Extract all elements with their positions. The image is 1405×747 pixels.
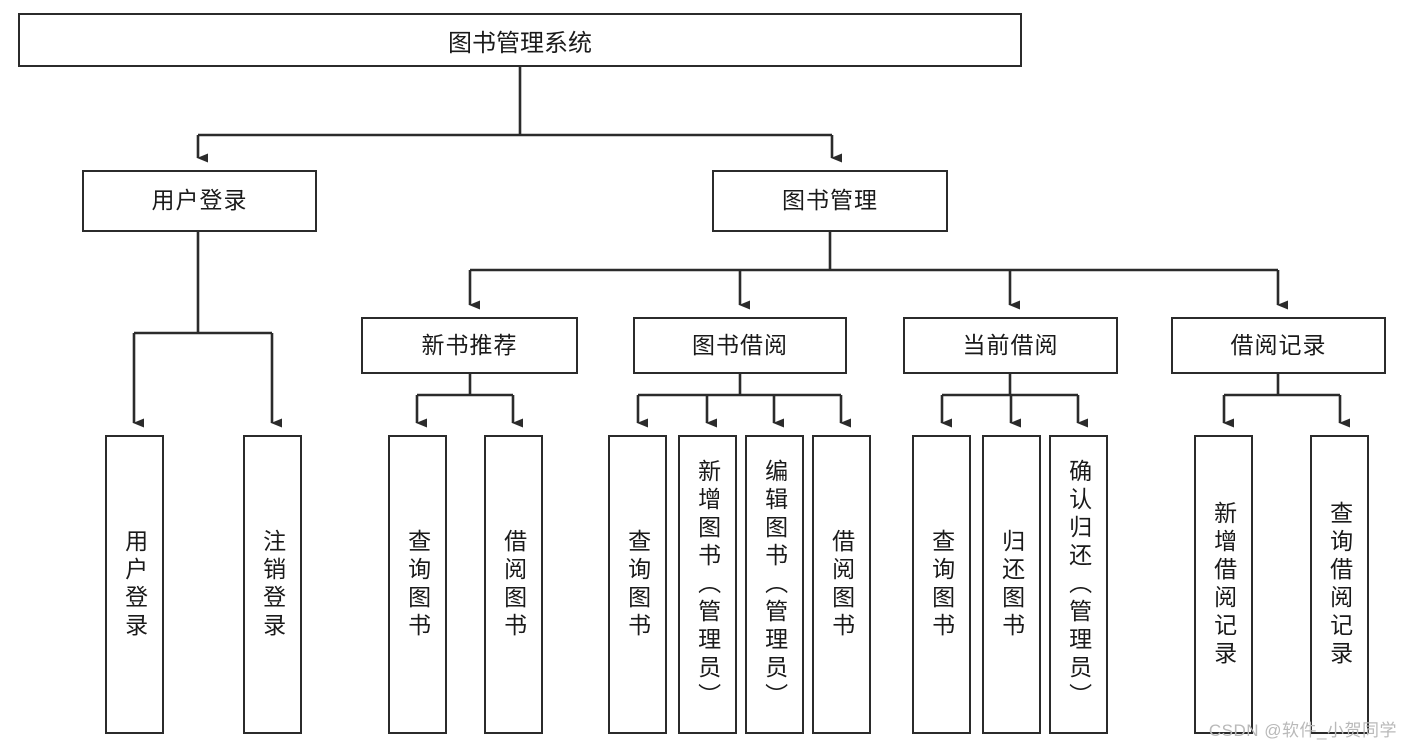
leaf-logout-label: 注销登录: [259, 528, 286, 641]
leaf-add-record[interactable]: 新增借阅记录: [1194, 435, 1253, 734]
leaf-query-record[interactable]: 查询借阅记录: [1310, 435, 1369, 734]
node-book-manage[interactable]: 图书管理: [712, 170, 948, 232]
leaf-borrow-book-2-label: 借阅图书: [828, 528, 855, 641]
node-book-manage-label: 图书管理: [782, 187, 878, 214]
leaf-return-book[interactable]: 归还图书: [982, 435, 1041, 734]
node-borrow-record-label: 借阅记录: [1230, 331, 1327, 358]
leaf-return-book-label: 归还图书: [998, 528, 1025, 641]
node-root[interactable]: 图书管理系统: [18, 13, 1022, 67]
node-new-book-rec[interactable]: 新书推荐: [361, 317, 578, 374]
node-root-label: 图书管理系统: [448, 29, 592, 57]
leaf-query-book-2[interactable]: 查询图书: [608, 435, 667, 734]
leaf-confirm-return-label: 确认归还（管理员）: [1065, 458, 1092, 711]
leaf-query-book-3[interactable]: 查询图书: [912, 435, 971, 734]
node-book-borrow-label: 图书借阅: [692, 331, 788, 358]
leaf-query-record-label: 查询借阅记录: [1326, 500, 1353, 669]
leaf-add-book[interactable]: 新增图书（管理员）: [678, 435, 737, 734]
node-user-login[interactable]: 用户登录: [82, 170, 317, 232]
leaf-borrow-book-1-label: 借阅图书: [500, 528, 527, 641]
leaf-query-book-3-label: 查询图书: [928, 528, 955, 641]
leaf-query-book-1-label: 查询图书: [404, 528, 431, 641]
leaf-borrow-book-1[interactable]: 借阅图书: [484, 435, 543, 734]
leaf-logout[interactable]: 注销登录: [243, 435, 302, 734]
leaf-add-book-label: 新增图书（管理员）: [694, 458, 721, 711]
leaf-user-login-label: 用户登录: [121, 528, 148, 641]
node-user-login-label: 用户登录: [151, 187, 248, 214]
leaf-add-record-label: 新增借阅记录: [1210, 500, 1237, 669]
leaf-user-login[interactable]: 用户登录: [105, 435, 164, 734]
leaf-edit-book[interactable]: 编辑图书（管理员）: [745, 435, 804, 734]
leaf-borrow-book-2[interactable]: 借阅图书: [812, 435, 871, 734]
leaf-confirm-return[interactable]: 确认归还（管理员）: [1049, 435, 1108, 734]
node-current-borrow[interactable]: 当前借阅: [903, 317, 1118, 374]
leaf-edit-book-label: 编辑图书（管理员）: [761, 458, 788, 711]
node-current-borrow-label: 当前借阅: [962, 331, 1059, 358]
node-borrow-record[interactable]: 借阅记录: [1171, 317, 1386, 374]
leaf-query-book-2-label: 查询图书: [624, 528, 651, 641]
leaf-query-book-1[interactable]: 查询图书: [388, 435, 447, 734]
csdn-watermark: CSDN @软件_小贺同学: [1208, 721, 1397, 740]
node-new-book-rec-label: 新书推荐: [421, 331, 518, 358]
node-book-borrow[interactable]: 图书借阅: [633, 317, 847, 374]
